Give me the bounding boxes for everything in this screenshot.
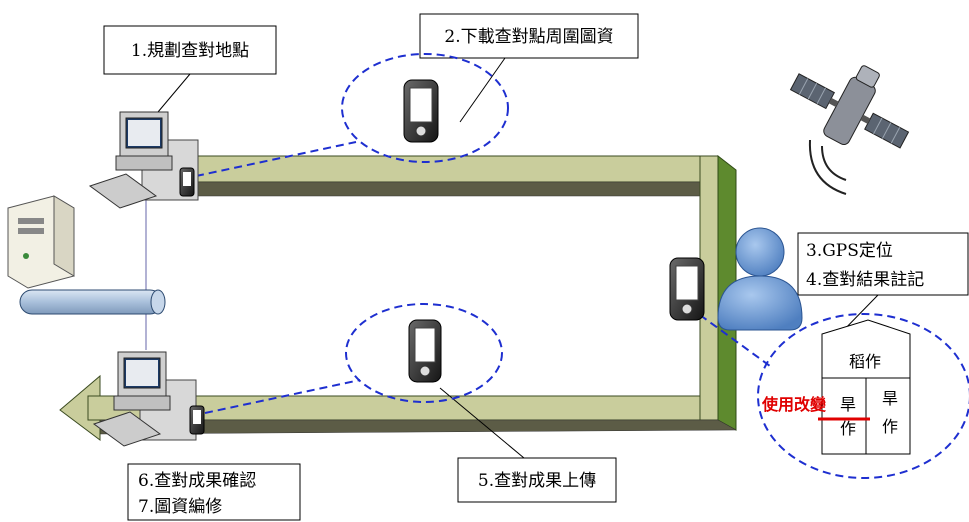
server-icon <box>7 195 75 289</box>
step-1-label: 1.規劃查對地點 <box>131 41 249 61</box>
step-2-box: 2.下載查對點周圍圖資 <box>419 13 639 59</box>
step-2-label: 2.下載查對點周圍圖資 <box>444 27 613 47</box>
pda-upload-icon <box>408 319 442 383</box>
step-6-7-box: 6.查對成果確認 7.圖資編修 <box>127 463 301 521</box>
step-7-label: 7.圖資編修 <box>138 497 222 517</box>
wireless-links <box>195 141 771 414</box>
step-5-label: 5.查對成果上傳 <box>478 471 596 491</box>
network-pipe <box>19 289 166 315</box>
planning-computer-icon <box>88 111 199 209</box>
field-parcel-map: 稻作 旱 作 旱 作 使用改變 <box>761 319 911 455</box>
step-3-4-box: 3.GPS定位 4.查對結果註記 <box>797 232 969 296</box>
field-parcel-rice: 稻作 <box>849 352 881 371</box>
step-5-box: 5.查對成果上傳 <box>457 457 617 503</box>
download-bubble <box>341 53 509 163</box>
field-parcel-left-bottom: 作 <box>840 419 856 438</box>
pda-download-icon <box>403 79 439 143</box>
connector-lines <box>145 57 879 459</box>
upload-bubble <box>345 303 503 403</box>
field-bubble <box>757 313 969 479</box>
field-parcel-right-bottom: 作 <box>882 417 898 436</box>
land-use-change-label: 使用改變 <box>761 395 827 414</box>
editing-computer-icon <box>92 351 205 447</box>
step-1-box: 1.規劃查對地點 <box>103 25 277 75</box>
step-3-label: 3.GPS定位 <box>806 241 893 261</box>
pda-field-icon <box>669 257 705 321</box>
step-4-label: 4.查對結果註記 <box>806 270 924 290</box>
signal-waves <box>808 139 847 195</box>
field-parcel-left-top: 旱 <box>840 395 856 414</box>
field-surveyor-icon <box>717 227 803 331</box>
gps-satellite-icon <box>789 65 910 149</box>
field-parcel-right-top: 旱 <box>882 389 898 408</box>
step-6-label: 6.查對成果確認 <box>138 471 256 491</box>
